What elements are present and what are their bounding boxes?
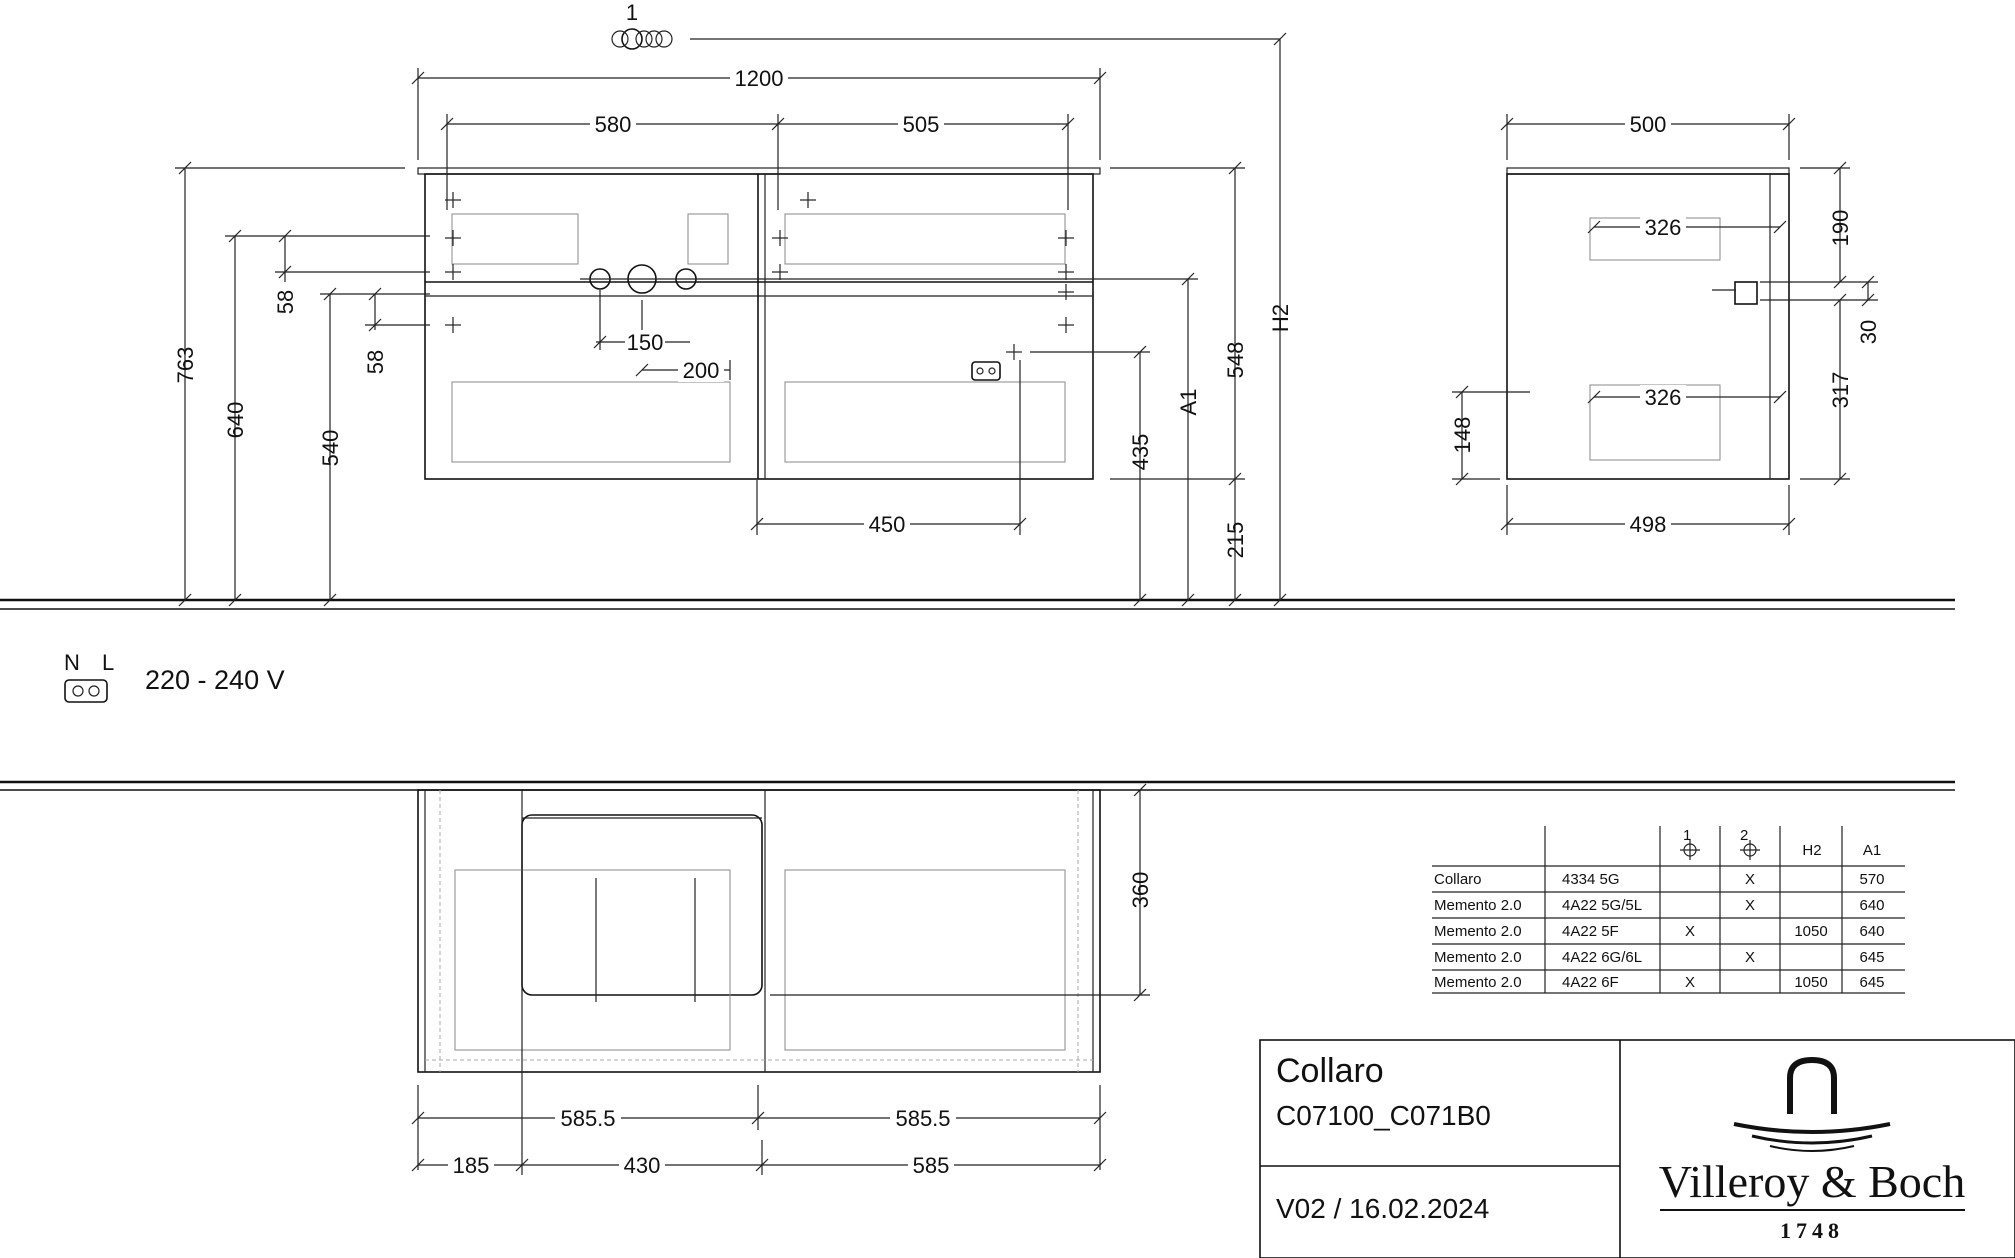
product-name: Collaro <box>1276 1052 1384 1090</box>
floor-line-top <box>0 598 1955 610</box>
electric-connection: N L 220 - 240 V <box>64 650 285 703</box>
front-dimension-labels: 1200 580 505 150 200 450 763 640 58 540 … <box>173 66 1293 558</box>
dim-430: 430 <box>624 1153 661 1178</box>
socket-icon <box>64 679 108 703</box>
dim-200: 200 <box>683 358 720 383</box>
dim-317: 317 <box>1828 372 1853 409</box>
plan-dimension-labels: 360 585.5 585.5 185 430 585 <box>448 872 1153 1178</box>
svg-text:1050: 1050 <box>1794 923 1827 940</box>
svg-text:4334 5G: 4334 5G <box>1562 871 1620 888</box>
brand-name: Villeroy & Boch <box>1659 1156 1965 1207</box>
svg-text:X: X <box>1685 923 1695 940</box>
product-code: C07100_C071B0 <box>1276 1100 1491 1131</box>
dim-h2: H2 <box>1268 304 1293 332</box>
compatibility-table: 1 2 H2 A1 Collaro 4334 5G X 570 Memento … <box>1432 826 1905 994</box>
table-row: Collaro 4334 5G X 570 <box>1434 871 1885 888</box>
col-header-h2: H2 <box>1802 842 1821 859</box>
table-row: Memento 2.0 4A22 5F X 1050 640 <box>1434 923 1885 940</box>
crosshair-icon <box>1680 840 1760 860</box>
dim-498: 498 <box>1630 512 1667 537</box>
version-date: V02 / 16.02.2024 <box>1276 1193 1489 1224</box>
col-header-a1: A1 <box>1863 842 1881 859</box>
dim-a1: A1 <box>1176 389 1201 416</box>
dim-360: 360 <box>1128 872 1153 909</box>
marker-1-label: 1 <box>626 0 638 25</box>
dim-215: 215 <box>1223 522 1248 559</box>
svg-text:4A22 6G/6L: 4A22 6G/6L <box>1562 949 1642 966</box>
plan-dimension-lines <box>411 783 1150 1175</box>
dim-58-top: 58 <box>273 290 298 314</box>
dim-326-bottom: 326 <box>1645 385 1682 410</box>
svg-text:640: 640 <box>1859 923 1884 940</box>
svg-text:Memento 2.0: Memento 2.0 <box>1434 897 1522 914</box>
svg-text:X: X <box>1745 897 1755 914</box>
svg-text:570: 570 <box>1859 871 1884 888</box>
dim-585-5-left: 585.5 <box>560 1106 615 1131</box>
voltage-label: 220 - 240 V <box>145 665 285 695</box>
socket-icon <box>971 361 1001 381</box>
svg-text:X: X <box>1685 974 1695 991</box>
svg-text:X: X <box>1745 871 1755 888</box>
dim-500: 500 <box>1630 112 1667 137</box>
front-dimension-lines <box>175 32 1287 607</box>
dim-1200: 1200 <box>735 66 784 91</box>
dim-580: 580 <box>595 112 632 137</box>
dim-763: 763 <box>173 347 198 384</box>
dim-640: 640 <box>223 402 248 439</box>
svg-text:1050: 1050 <box>1794 974 1827 991</box>
dim-435: 435 <box>1128 434 1153 471</box>
svg-text:4A22 6F: 4A22 6F <box>1562 974 1619 991</box>
dim-58-bottom: 58 <box>363 350 388 374</box>
villeroy-boch-logo: Villeroy & Boch 1748 <box>1659 1056 1965 1243</box>
svg-text:X: X <box>1745 949 1755 966</box>
svg-text:4A22 5F: 4A22 5F <box>1562 923 1619 940</box>
col-header-2: 2 <box>1740 827 1748 844</box>
marker-1-icon <box>611 28 1280 50</box>
dim-148: 148 <box>1450 417 1475 454</box>
dim-548: 548 <box>1223 342 1248 379</box>
live-label: L <box>102 650 114 675</box>
plan-view-cabinet <box>417 789 1101 1073</box>
front-view-cabinet <box>417 167 1101 480</box>
floor-line-bottom <box>0 780 1955 791</box>
svg-text:Memento 2.0: Memento 2.0 <box>1434 923 1522 940</box>
svg-text:Memento 2.0: Memento 2.0 <box>1434 974 1522 991</box>
brand-year: 1748 <box>1780 1218 1844 1243</box>
svg-text:Memento 2.0: Memento 2.0 <box>1434 949 1522 966</box>
svg-text:4A22 5G/5L: 4A22 5G/5L <box>1562 897 1642 914</box>
side-dimension-labels: 500 498 326 326 190 30 317 148 <box>1450 112 1881 537</box>
dim-450: 450 <box>869 512 906 537</box>
svg-text:640: 640 <box>1859 897 1884 914</box>
svg-text:Collaro: Collaro <box>1434 871 1482 888</box>
neutral-label: N <box>64 650 80 675</box>
dim-540: 540 <box>318 430 343 467</box>
table-row: Memento 2.0 4A22 6G/6L X 645 <box>1434 949 1885 966</box>
table-row: Memento 2.0 4A22 6F X 1050 645 <box>1434 974 1885 991</box>
col-header-1: 1 <box>1683 827 1691 844</box>
dim-326-top: 326 <box>1645 215 1682 240</box>
table-row: Memento 2.0 4A22 5G/5L X 640 <box>1434 897 1885 914</box>
dim-150: 150 <box>627 330 664 355</box>
dim-185: 185 <box>453 1153 490 1178</box>
dim-585: 585 <box>913 1153 950 1178</box>
dim-505: 505 <box>903 112 940 137</box>
dim-585-5-right: 585.5 <box>895 1106 950 1131</box>
title-block: Collaro C07100_C071B0 V02 / 16.02.2024 V… <box>1259 1039 2015 1258</box>
dim-30: 30 <box>1856 320 1881 344</box>
side-dimension-lines <box>1452 114 1878 535</box>
svg-text:645: 645 <box>1859 949 1884 966</box>
svg-text:645: 645 <box>1859 974 1884 991</box>
dim-190: 190 <box>1828 210 1853 247</box>
